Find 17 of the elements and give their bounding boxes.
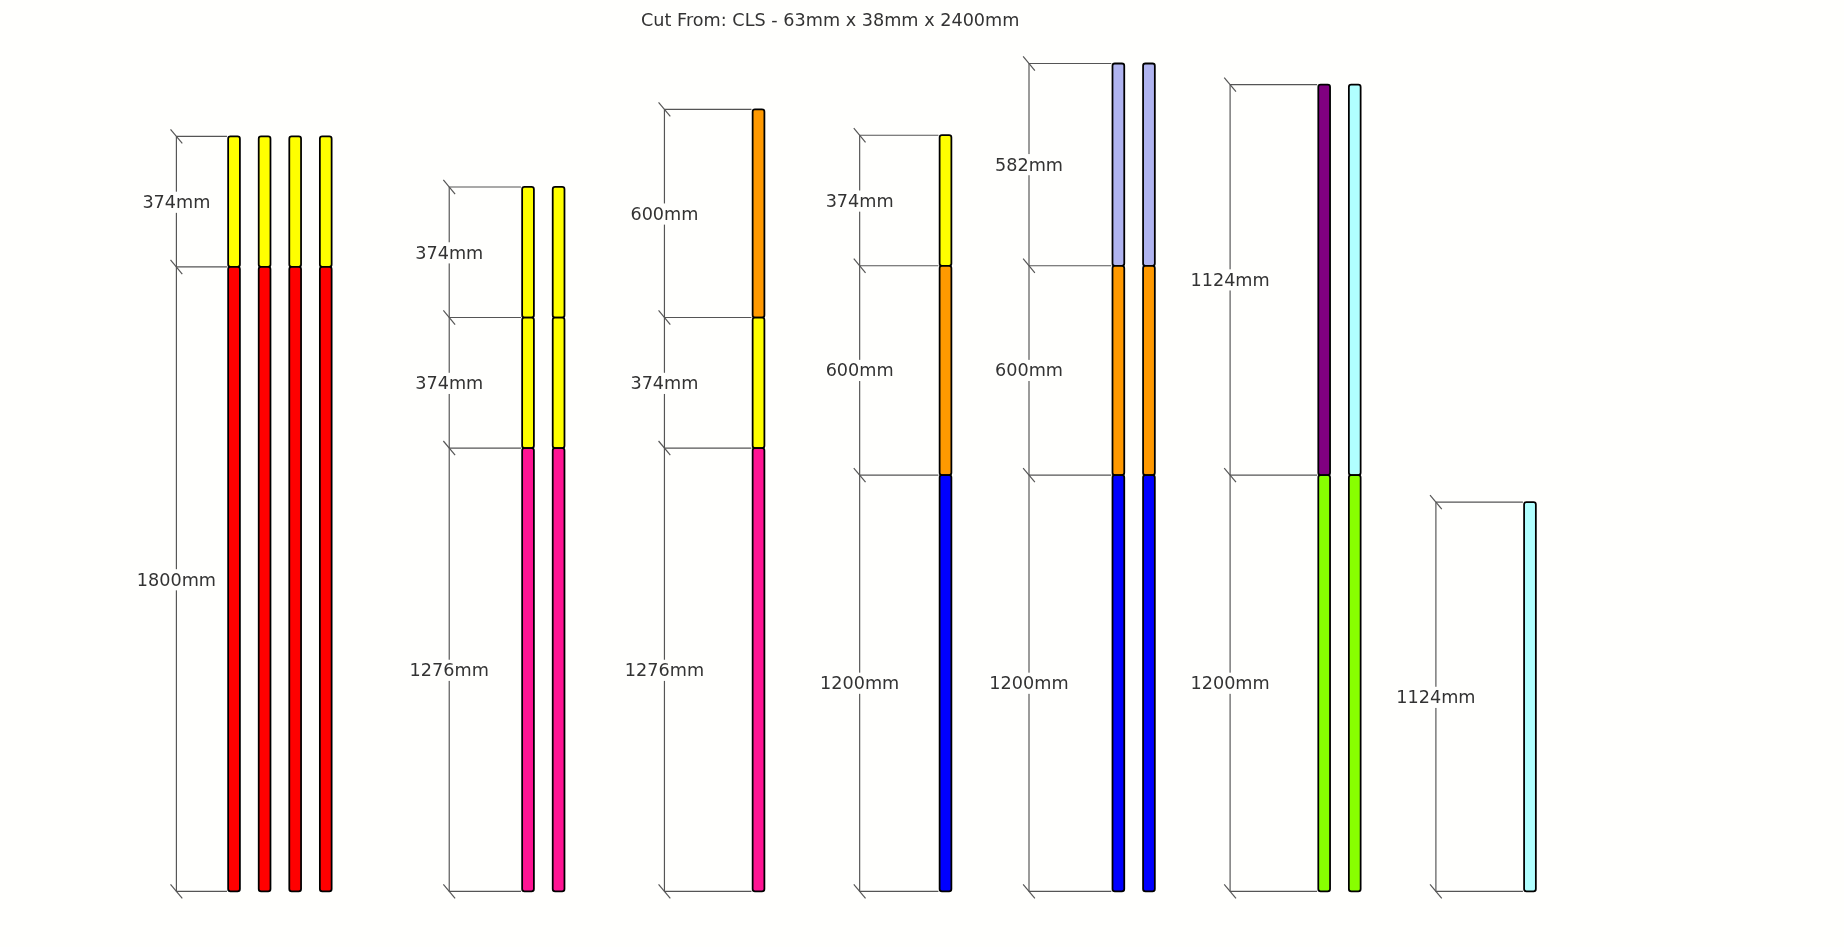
dimension-label: 1200mm [1189,672,1271,694]
dimension-label: 1124mm [1189,269,1271,291]
dimension-label: 374mm [414,241,485,263]
dimension-label: 600mm [629,202,700,225]
dimension-label: 374mm [629,372,700,394]
dimension-label: 374mm [414,372,485,394]
dimension-label: 1800mm [135,568,218,590]
dimension-label: 582mm [993,154,1065,176]
dimension-label: 1200mm [988,672,1070,694]
dimension-label: 600mm [993,359,1065,381]
dimension-label: 374mm [141,191,212,213]
dimension-label: 600mm [824,359,895,381]
dimension-label: 1124mm [1395,686,1477,708]
dimension-label: 1200mm [818,672,901,694]
dimension-label: 1276mm [408,659,491,681]
dimension-label: 1276mm [623,659,706,681]
dimension-label: 374mm [824,189,895,212]
